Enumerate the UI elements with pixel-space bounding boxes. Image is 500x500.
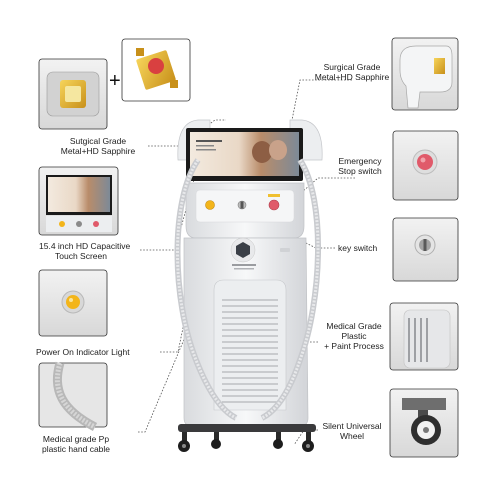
thumb-hand-cable	[38, 361, 108, 431]
label-plastic-line3: + Paint Process	[324, 341, 384, 351]
label-handle-left-line1: Sutgical Grade	[69, 136, 127, 146]
leader-handle-right	[291, 79, 352, 121]
label-screen-line2: Touch Screen	[55, 251, 107, 261]
thumb-wheel	[389, 388, 459, 458]
label-key-switch: key switch	[338, 243, 378, 253]
label-hand-cable-line1: Medical grade Pp	[42, 434, 110, 444]
thumb-power-light	[38, 269, 108, 337]
thumb-plastic	[389, 302, 459, 371]
label-wheel-line1: Silent Universal	[322, 421, 382, 431]
label-emergency: Emergency Stop switch	[330, 156, 390, 176]
label-plastic-line1: Medical Grade	[326, 321, 382, 331]
hand-cable-right	[260, 158, 322, 421]
thumb-handle-left	[38, 58, 108, 130]
label-screen: 15.4 inch HD Capacitive Touch Screen	[39, 241, 149, 261]
emergency-stop	[268, 199, 280, 211]
label-hand-cable: Medical grade Pp plastic hand cable	[34, 434, 118, 454]
laser-machine	[174, 119, 323, 452]
thumb-gold-tip	[121, 38, 191, 102]
thumb-emergency	[392, 130, 459, 201]
thumb-handle-right	[391, 37, 459, 111]
leader-handle-left	[148, 119, 226, 147]
label-plastic-line2: Plastic	[341, 331, 367, 341]
label-handle-left-line2: Metal+HD Sapphire	[60, 146, 136, 156]
label-handle-right: Surgical Grade Metal+HD Sapphire	[300, 62, 404, 82]
label-wheel-line2: Wheel	[339, 431, 365, 441]
power-indicator	[205, 200, 215, 210]
touch-screen	[186, 128, 303, 181]
label-handle-left: Sutgical Grade Metal+HD Sapphire	[44, 136, 152, 156]
thumb-key-switch	[392, 217, 459, 282]
machine-base	[178, 424, 316, 432]
plus-sign: +	[109, 70, 121, 92]
wheel-rear-right	[273, 439, 283, 449]
vent-grille	[222, 299, 278, 403]
label-handle-right-line2: Metal+HD Sapphire	[314, 72, 390, 82]
leader-hand-cable	[138, 329, 189, 433]
wheel-rear-left	[211, 439, 221, 449]
label-emergency-line2: Stop switch	[338, 166, 382, 176]
label-wheel: Silent Universal Wheel	[316, 421, 388, 441]
label-emergency-line1: Emergency	[338, 156, 382, 166]
label-plastic: Medical Grade Plastic + Paint Process	[318, 321, 390, 351]
label-handle-right-line1: Surgical Grade	[323, 62, 381, 72]
label-power-light: Power On Indicator Light	[36, 347, 130, 357]
label-screen-line1: 15.4 inch HD Capacitive	[39, 241, 131, 251]
thumb-screen	[38, 166, 119, 236]
label-hand-cable-line2: plastic hand cable	[41, 444, 111, 454]
